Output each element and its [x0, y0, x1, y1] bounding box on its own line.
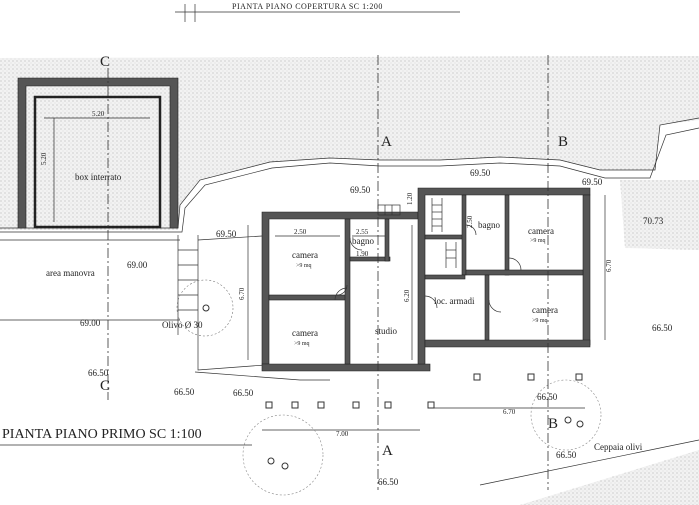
ceppaia-label: Ceppaia olivi: [594, 442, 643, 452]
first-floor-title: PIANTA PIANO PRIMO SC 1:100: [2, 427, 202, 442]
road-hatch: [520, 450, 699, 505]
elevation-66-50-right: 66.50: [652, 323, 673, 333]
loc-armadi-label: loc. armadi: [434, 296, 475, 306]
elevation-69-50-d: 69.50: [216, 229, 237, 239]
studio-label: studio: [375, 326, 398, 336]
elevation-70-73: 70.73: [643, 216, 664, 226]
dim-right-height: 6.70: [605, 259, 613, 272]
camera-ne-area: >9 mq: [530, 238, 546, 244]
camera-se-label: camera: [532, 305, 558, 315]
staircase: 1.20: [406, 192, 457, 268]
camera-nw-label: camera: [292, 250, 318, 260]
camera-ne-label: camera: [528, 226, 554, 236]
box-width-dim: 5.20: [92, 110, 105, 118]
bagno-right-label: bagno: [478, 220, 500, 230]
dim-bottom-right: 6.70: [503, 408, 516, 416]
terrain-edge-line-2: [0, 127, 699, 233]
elevation-69-00-a: 69.00: [127, 260, 148, 270]
camera-sw-label: camera: [292, 328, 318, 338]
area-manovra-label: area manovra: [46, 268, 95, 278]
elevation-69-50-b: 69.50: [470, 168, 491, 178]
section-a-top: A: [381, 134, 392, 150]
camera-se-area: >9 mq: [532, 318, 548, 324]
section-b-bottom: B: [548, 416, 558, 432]
dim-camera-width: 2.50: [294, 228, 307, 236]
elevation-66-50-b: 66.50: [537, 392, 558, 402]
terrain-hatch-right: [620, 180, 699, 250]
box-height-dim: 5.20: [40, 152, 48, 165]
elevation-66-50-bottom: 66.50: [378, 477, 399, 487]
terrace-outline: [197, 235, 266, 371]
camera-sw-area: >9 mq: [294, 341, 310, 347]
elevation-66-50-center: 66.50: [233, 388, 254, 398]
dim-bottom-left: 7.00: [336, 430, 349, 438]
dim-bagno-width: 2.55: [356, 228, 369, 236]
box-interrato: 5.20 5.20 box interrato: [17, 77, 179, 229]
roof-plan-title: PIANTA PIANO COPERTURA SC 1:200: [232, 2, 383, 11]
bagno-left-label: bagno: [352, 236, 374, 246]
olive-trees-bottom: Ceppaia olivi: [242, 379, 643, 496]
camera-nw-area: >9 mq: [296, 263, 312, 269]
elevation-69-50-c: 69.50: [582, 177, 603, 187]
dimension-lines: 2.50 2.55 1.90 6.70 6.20 6.70 2.50 7.00 …: [238, 195, 613, 438]
elevation-66-50-left: 66.50: [88, 368, 109, 378]
house-walls: [261, 187, 591, 372]
dim-small: 1.90: [356, 250, 369, 258]
dim-armadi: 2.50: [466, 215, 474, 228]
terrain-edge-line: [0, 117, 699, 229]
olivo-label: Olivo Ø 30: [162, 320, 203, 330]
elevation-69-50-a: 69.50: [350, 185, 371, 195]
roof-plan-title-block: PIANTA PIANO COPERTURA SC 1:200: [175, 2, 460, 22]
stair-dim: 1.20: [406, 192, 414, 205]
dim-studio-height: 6.20: [403, 289, 411, 302]
left-steps: [177, 235, 199, 335]
section-c-bottom: C: [100, 378, 110, 394]
olive-tree-left: Olivo Ø 30: [162, 279, 234, 337]
box-interrato-label: box interrato: [75, 172, 122, 182]
section-c-top: C: [100, 54, 110, 70]
door-swings: [334, 224, 522, 313]
dim-camera-height: 6.70: [238, 287, 246, 300]
elevation-69-00-b: 69.00: [80, 318, 101, 328]
landing-steps: [377, 204, 401, 216]
terrace-edge: [194, 371, 330, 381]
elevation-66-50-bottom-right: 66.50: [556, 450, 577, 460]
section-b-top: B: [558, 134, 568, 150]
section-a-bottom: A: [382, 443, 393, 459]
pillars: [265, 373, 583, 409]
elevation-66-50-mid: 66.50: [174, 387, 195, 397]
